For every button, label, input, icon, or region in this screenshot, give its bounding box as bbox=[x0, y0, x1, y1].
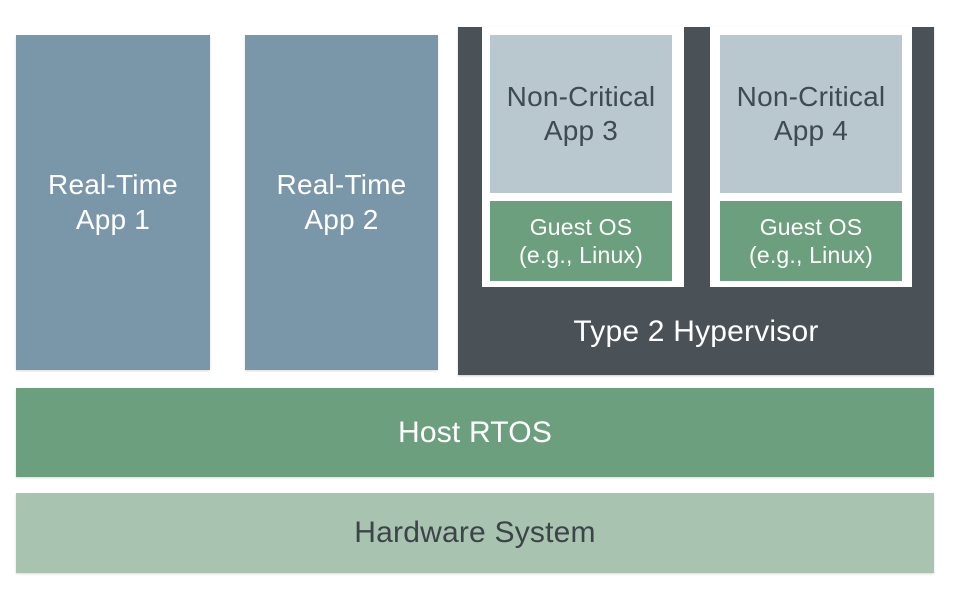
hypervisor-label-area: Type 2 Hypervisor bbox=[458, 289, 934, 375]
hypervisor-label: Type 2 Hypervisor bbox=[573, 315, 819, 348]
non-critical-app-4-line1: Non-Critical bbox=[736, 80, 886, 112]
guest-os-1-line2: (e.g., Linux) bbox=[518, 242, 644, 268]
guest-os-1-line1: Guest OS bbox=[529, 213, 633, 240]
guest-os-2-line2: (e.g., Linux) bbox=[748, 242, 874, 268]
non-critical-app-4-block: Non-Critical App 4 bbox=[720, 35, 902, 193]
non-critical-app-3-line1: Non-Critical bbox=[506, 80, 656, 112]
host-rtos-label: Host RTOS bbox=[397, 415, 553, 449]
hardware-system-block: Hardware System bbox=[16, 493, 934, 573]
real-time-app-1-line2: App 1 bbox=[75, 203, 151, 235]
non-critical-app-3-block: Non-Critical App 3 bbox=[490, 35, 672, 193]
non-critical-app-4-line2: App 4 bbox=[773, 115, 849, 146]
real-time-app-1-line1: Real-Time bbox=[48, 169, 178, 201]
real-time-app-2-block: Real-Time App 2 bbox=[245, 35, 438, 370]
guest-os-1-block: Guest OS (e.g., Linux) bbox=[490, 201, 672, 281]
real-time-app-2-line1: Real-Time bbox=[276, 169, 407, 201]
guest-os-2-line1: Guest OS bbox=[759, 213, 863, 240]
hardware-system-label: Hardware System bbox=[354, 516, 596, 549]
host-rtos-block: Host RTOS bbox=[16, 388, 934, 477]
guest-os-2-block: Guest OS (e.g., Linux) bbox=[720, 201, 902, 281]
real-time-app-1-block: Real-Time App 1 bbox=[16, 35, 210, 370]
non-critical-app-3-line2: App 3 bbox=[543, 115, 619, 146]
real-time-app-2-line2: App 2 bbox=[304, 203, 379, 235]
